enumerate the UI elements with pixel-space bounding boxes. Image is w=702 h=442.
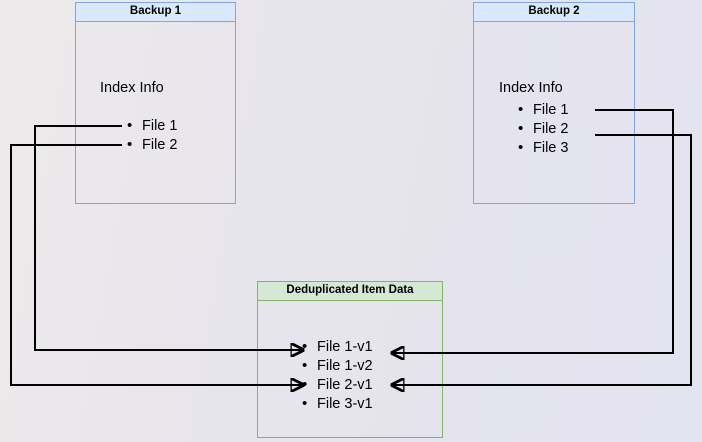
list-item[interactable]: File 1-v1 — [301, 337, 373, 357]
list-item[interactable]: File 3-v1 — [301, 394, 373, 414]
deduplicated-item-list: File 1-v1 File 1-v2 File 2-v1 File 3-v1 — [301, 337, 373, 414]
backup-1-box[interactable]: Backup 1 Index Info — [75, 2, 236, 204]
backup-2-index-info-label: Index Info — [499, 80, 563, 96]
list-item[interactable]: File 1-v2 — [301, 356, 373, 376]
backup-1-file-list: File 1 File 2 — [126, 116, 177, 155]
deduplicated-item-data-title: Deduplicated Item Data — [257, 281, 443, 301]
list-item[interactable]: File 3 — [517, 138, 568, 158]
backup-1-title: Backup 1 — [75, 2, 236, 22]
list-item[interactable]: File 2-v1 — [301, 375, 373, 395]
list-item[interactable]: File 1 — [126, 116, 177, 136]
backup-1-body: Index Info — [75, 22, 236, 204]
list-item[interactable]: File 1 — [517, 100, 568, 120]
list-item[interactable]: File 2 — [517, 119, 568, 139]
backup-1-index-info-label: Index Info — [100, 80, 164, 96]
list-item[interactable]: File 2 — [126, 135, 177, 155]
backup-2-file-list: File 1 File 2 File 3 — [517, 100, 568, 158]
backup-2-title: Backup 2 — [473, 2, 635, 22]
